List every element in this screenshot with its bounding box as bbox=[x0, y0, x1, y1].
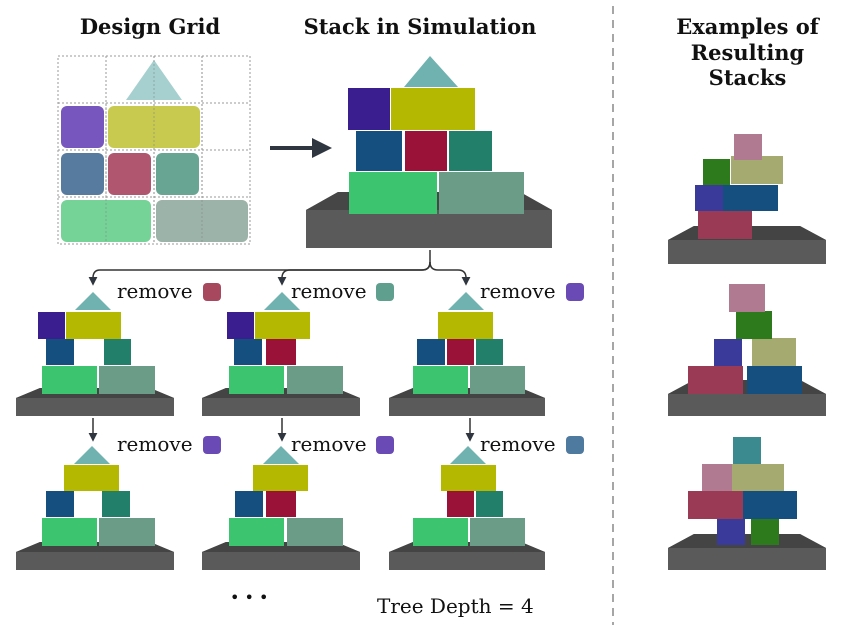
level1-stack-2 bbox=[202, 292, 360, 416]
remove-swatch-2-2 bbox=[376, 436, 394, 454]
tree-depth-label: Tree Depth = 4 bbox=[377, 594, 534, 618]
design-grid bbox=[57, 55, 251, 245]
remove-label-2-2: remove bbox=[291, 432, 367, 456]
design-grid-title: Design Grid bbox=[79, 14, 221, 39]
level1-stack-1 bbox=[16, 292, 174, 416]
tree-connectors-1 bbox=[88, 250, 471, 286]
examples-title-line1: Examples of bbox=[676, 14, 819, 39]
example-stack-3 bbox=[668, 437, 826, 570]
remove-label-2-3: remove bbox=[480, 432, 556, 456]
level2-stack-1 bbox=[16, 446, 174, 570]
examples-title-line2: Resulting Stacks bbox=[690, 40, 805, 90]
remove-swatch-1-3 bbox=[566, 283, 584, 301]
remove-label-1-2: remove bbox=[291, 279, 367, 303]
ellipsis: • • • bbox=[230, 588, 269, 607]
main-stack bbox=[306, 56, 552, 248]
remove-swatch-1-2 bbox=[376, 283, 394, 301]
example-stack-1 bbox=[668, 134, 826, 264]
stack-in-simulation-title: Stack in Simulation bbox=[303, 14, 537, 39]
level2-stack-3 bbox=[389, 446, 545, 570]
level2-stack-2 bbox=[202, 446, 360, 570]
level1-stack-3 bbox=[389, 292, 545, 416]
remove-label-1-1: remove bbox=[117, 279, 193, 303]
remove-swatch-2-1 bbox=[203, 436, 221, 454]
remove-label-1-3: remove bbox=[480, 279, 556, 303]
example-stack-2 bbox=[668, 284, 826, 416]
remove-swatch-1-1 bbox=[203, 283, 221, 301]
remove-swatch-2-3 bbox=[566, 436, 584, 454]
remove-label-2-1: remove bbox=[117, 432, 193, 456]
